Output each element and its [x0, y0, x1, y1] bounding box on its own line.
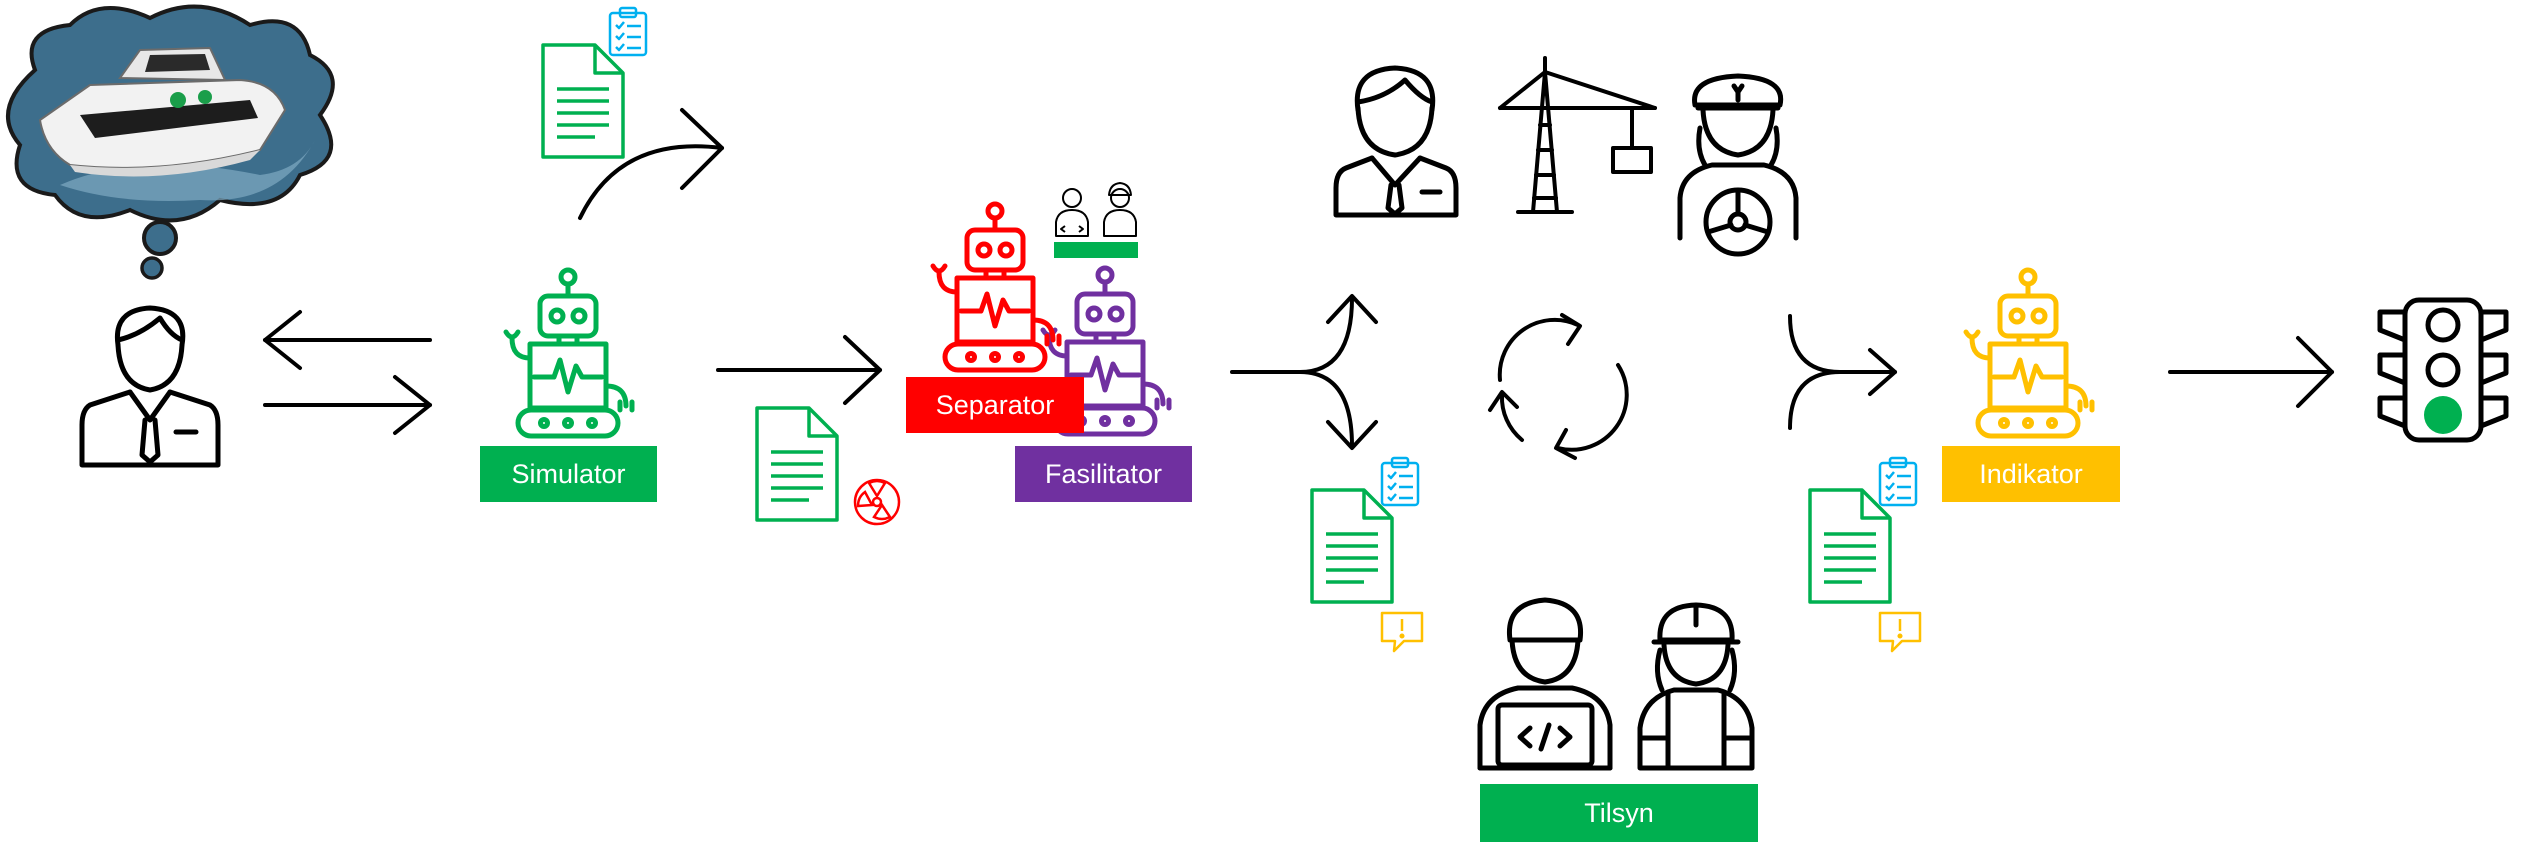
- team-status-bar: [1054, 242, 1138, 258]
- developer-icon: [1477, 597, 1613, 771]
- green-light-icon: [2424, 396, 2462, 434]
- merge-arrow-icon: [1788, 314, 1897, 430]
- team-mini-icon: [1055, 182, 1137, 237]
- cycle-icon: [1488, 313, 1629, 460]
- businessman-icon: [1333, 65, 1459, 218]
- separator-label: Separator: [906, 377, 1084, 433]
- ship-thought-cloud-image: [6, 4, 335, 280]
- arrow-right-icon: [716, 335, 882, 405]
- document-icon: [755, 406, 839, 522]
- traffic-light-icon: [2377, 297, 2509, 443]
- fork-arrow-icon: [1230, 294, 1378, 450]
- simulator-robot-icon: [506, 270, 632, 436]
- exchange-arrows-icon: [263, 310, 432, 435]
- arrow-right-icon: [2168, 336, 2334, 408]
- document-icon: [541, 43, 625, 159]
- checklist-icon: [608, 6, 648, 57]
- worker-icon: [1637, 602, 1755, 771]
- indikator-robot-icon: [1966, 270, 2092, 436]
- warning-bubble-icon: [1380, 611, 1424, 653]
- document-icon: [1808, 488, 1892, 604]
- document-icon: [1310, 488, 1394, 604]
- radiation-icon: [853, 478, 901, 526]
- user-icon: [79, 305, 221, 468]
- curved-arrow-icon: [578, 108, 724, 220]
- separator-robot-icon: [933, 204, 1059, 370]
- warning-bubble-icon: [1878, 611, 1922, 653]
- checklist-icon: [1380, 456, 1420, 507]
- checklist-icon: [1878, 456, 1918, 507]
- fasilitator-label: Fasilitator: [1015, 446, 1192, 502]
- simulator-label: Simulator: [480, 446, 657, 502]
- crane-icon: [1498, 56, 1657, 214]
- tilsyn-label: Tilsyn: [1480, 784, 1758, 842]
- captain-icon: [1677, 73, 1799, 257]
- indikator-label: Indikator: [1942, 446, 2120, 502]
